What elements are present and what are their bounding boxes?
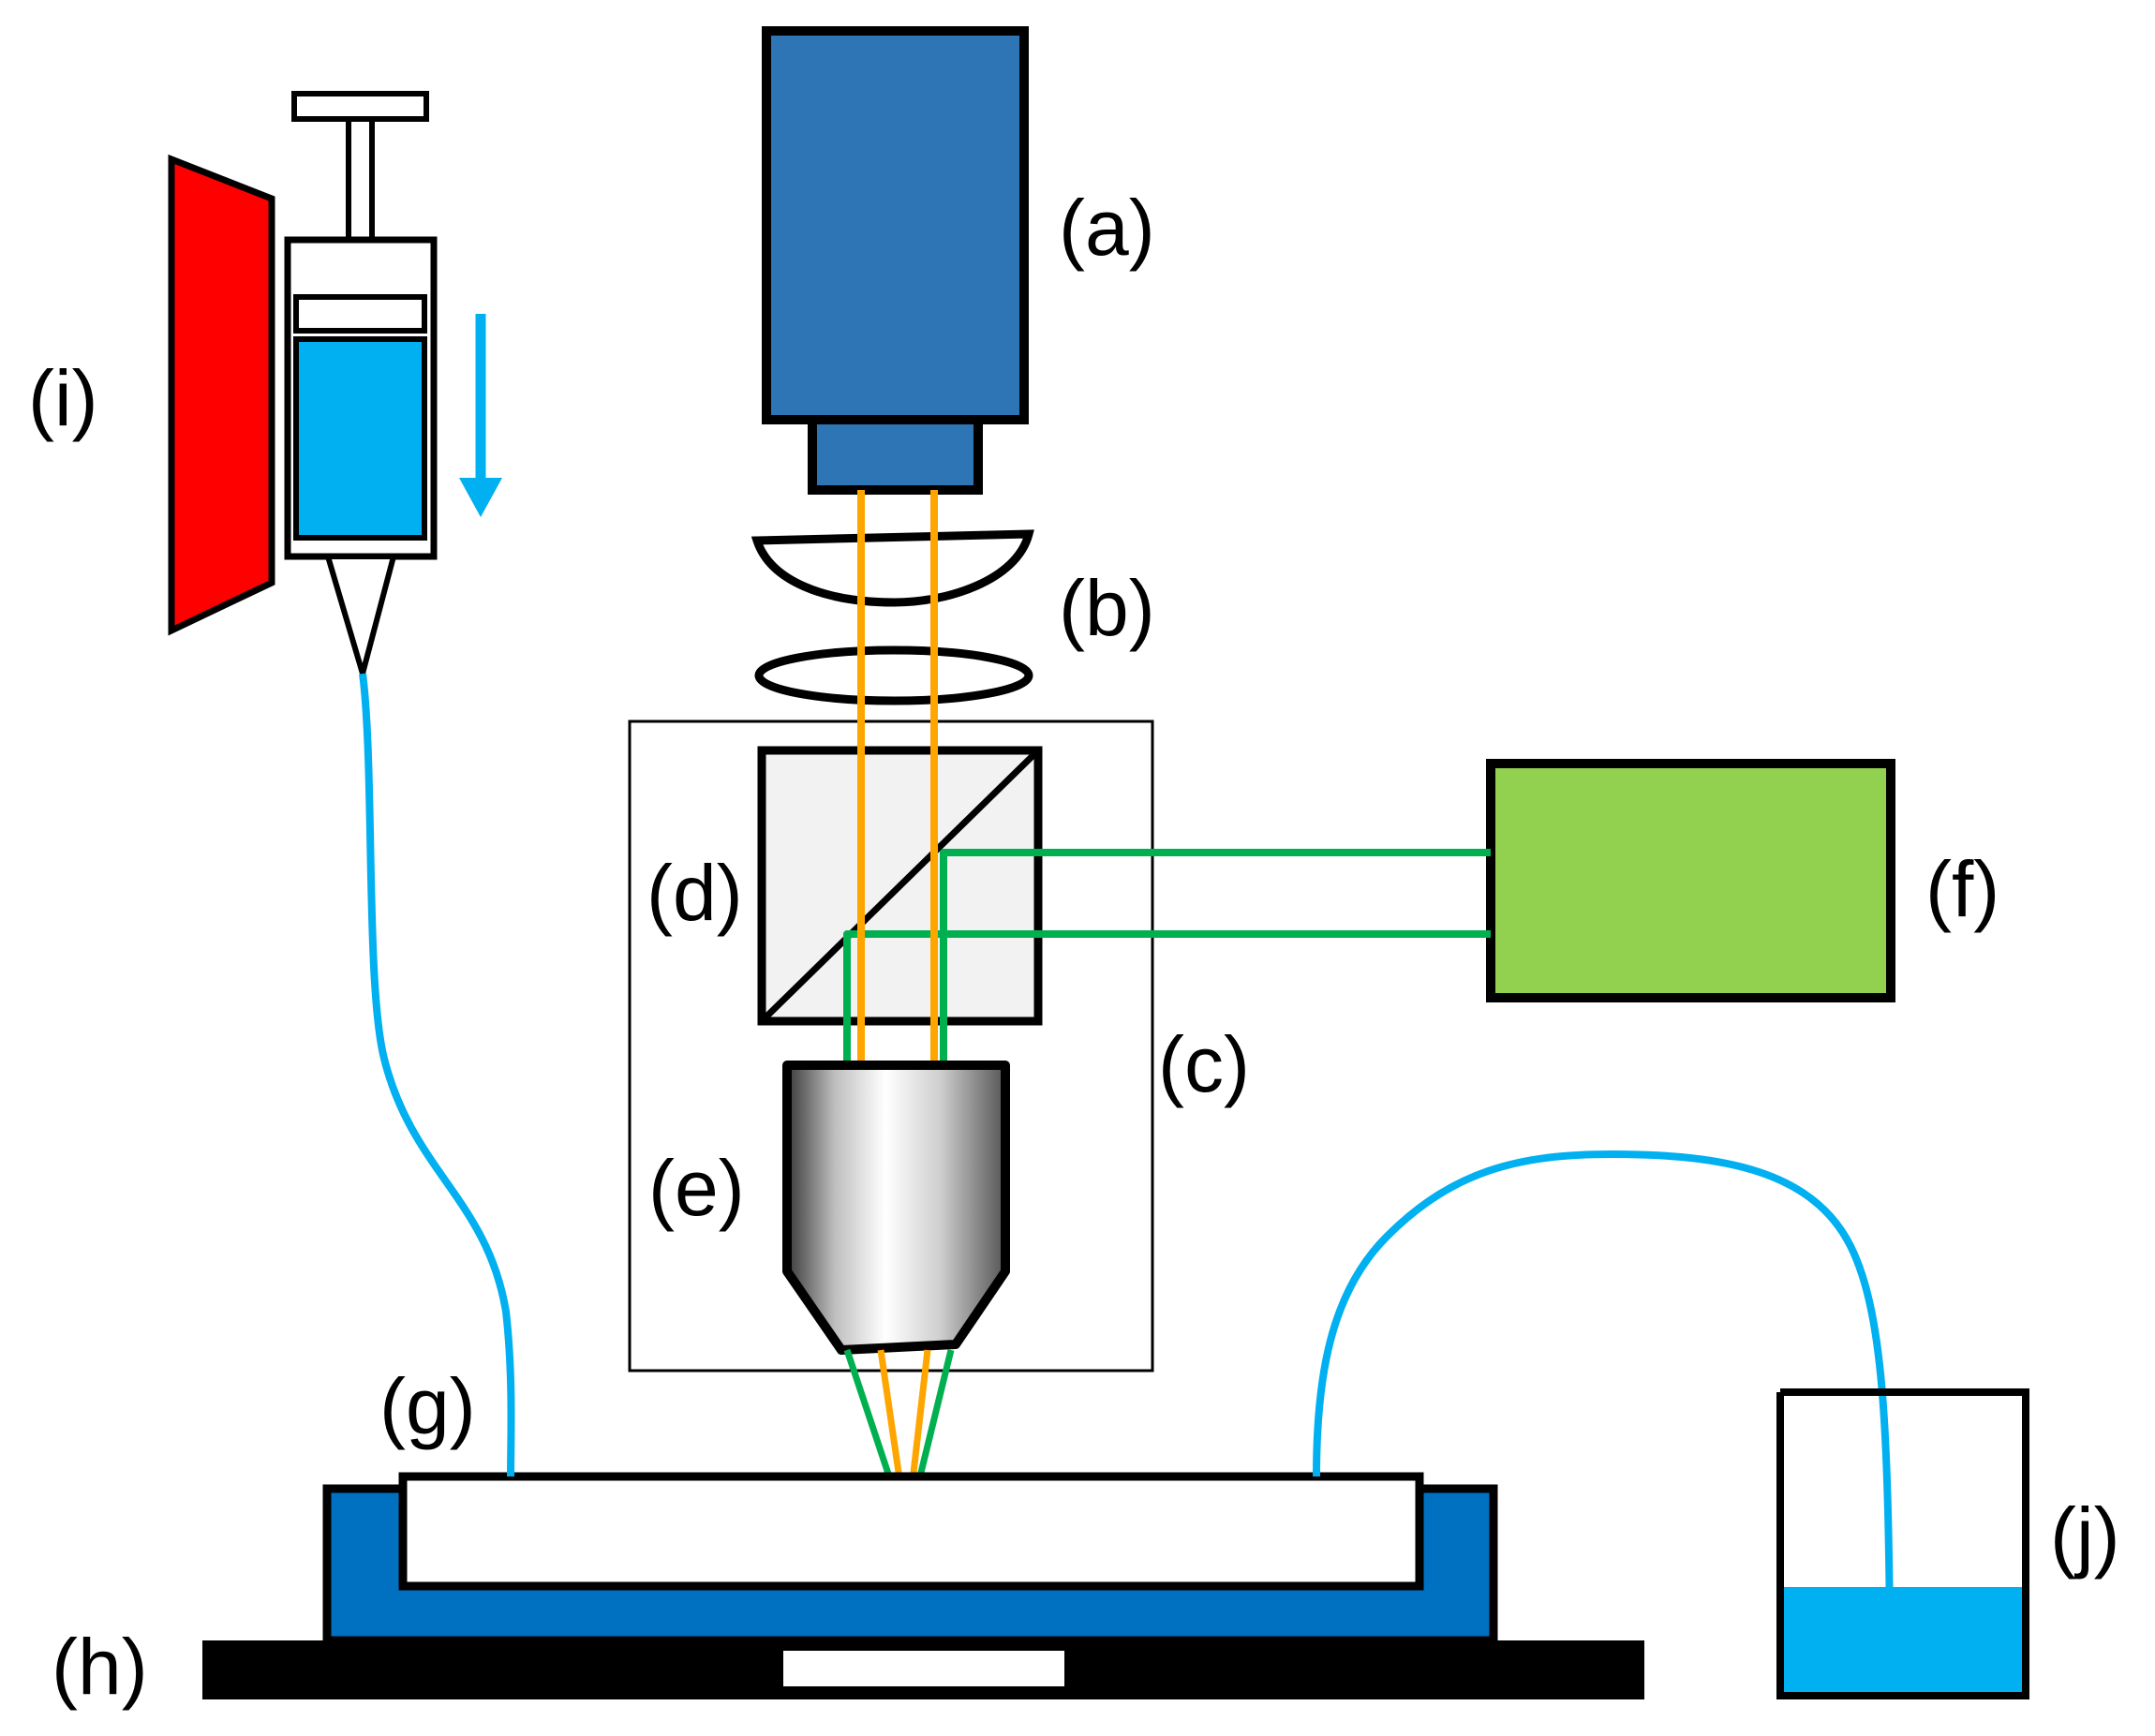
beaker-liquid — [1784, 1587, 2022, 1692]
laser-beam-path — [843, 849, 1491, 1070]
syringe-needle — [323, 554, 397, 685]
syringe-pump — [168, 91, 502, 685]
label-i: (i) — [28, 354, 98, 442]
plano-convex-lens — [751, 529, 1034, 607]
flow-direction-arrow-icon — [459, 478, 502, 517]
inlet-tubing — [359, 673, 515, 1477]
label-c: (c) — [1158, 1020, 1250, 1108]
outlet-tubing — [1313, 1150, 1895, 1697]
biconvex-lens — [754, 645, 1033, 705]
laser-beam-lower — [843, 930, 1491, 1070]
beaker-outline — [1776, 1388, 2029, 1699]
label-h: (h) — [52, 1623, 148, 1711]
lens-pair — [751, 529, 1034, 705]
camera — [762, 26, 1029, 495]
flow-cell — [398, 1472, 1424, 1591]
label-g: (g) — [379, 1362, 476, 1450]
label-j: (j) — [2050, 1491, 2120, 1580]
beam-splitter — [757, 746, 1043, 1026]
label-e: (e) — [648, 1144, 745, 1232]
syringe-liquid — [293, 336, 427, 541]
laser-beam-upper — [940, 849, 1491, 1070]
plunger-handle — [291, 91, 429, 122]
camera-lens-mount — [808, 415, 983, 495]
label-b: (b) — [1059, 564, 1155, 652]
label-d: (d) — [646, 849, 743, 937]
tubing — [359, 673, 1895, 1697]
plunger-stopper — [293, 294, 427, 334]
microscope-housing — [628, 720, 1154, 1372]
beam-splitter-diagonal — [759, 748, 1041, 1024]
camera-body — [762, 26, 1029, 424]
label-f: (f) — [1925, 845, 1999, 933]
laser-source — [1486, 759, 1895, 1002]
objective-lens — [782, 1061, 1010, 1355]
pump-clamp — [168, 154, 275, 636]
imaging-beam-path — [857, 490, 938, 1070]
label-a: (a) — [1059, 184, 1155, 272]
waste-beaker — [1776, 1388, 2029, 1699]
stage-opening — [783, 1651, 1064, 1686]
